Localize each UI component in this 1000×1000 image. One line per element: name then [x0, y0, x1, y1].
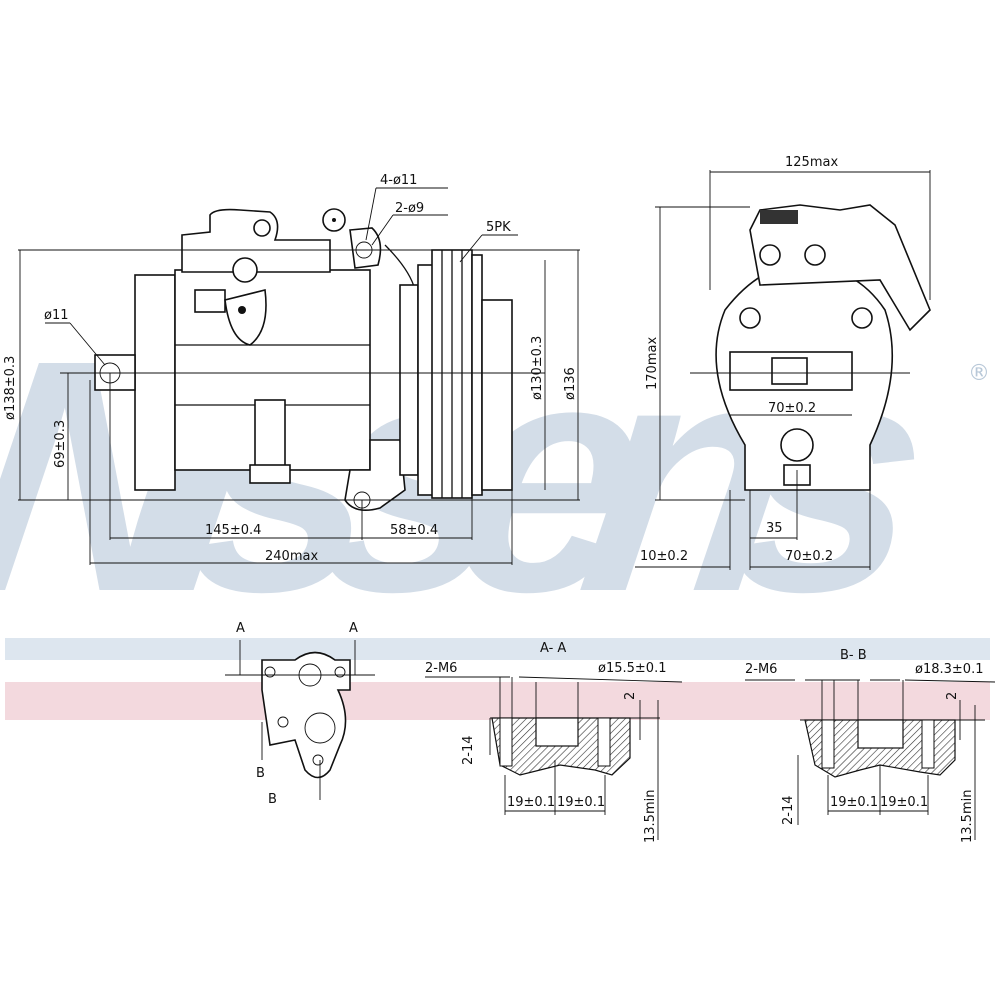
side-view: 4-ø11 2-ø9 5PK ø11 ø138±0.3 69±0.3 ø130±… — [3, 173, 580, 565]
mount-span-label: 145±0.4 — [205, 523, 261, 538]
valve-block — [181, 208, 331, 273]
section-aa-pitch2-label: 19±0.1 — [557, 795, 605, 810]
section-bb-pitch2-label: 19±0.1 — [880, 795, 928, 810]
body-diameter-label: ø138±0.3 — [3, 356, 18, 420]
section-aa-title: A- A — [540, 641, 566, 656]
section-aa-pitch1-label: 19±0.1 — [507, 795, 555, 810]
section-aa-bore-label: ø15.5±0.1 — [598, 661, 666, 676]
registered-mark: ® — [968, 361, 990, 386]
front-height-label: 170max — [645, 337, 660, 390]
foot-span-label: 70±0.2 — [785, 549, 833, 564]
pulley-offset-label: 58±0.4 — [390, 523, 438, 538]
section-b-marker-left: B — [256, 766, 265, 781]
section-aa-min-depth-label: 13.5min — [643, 790, 658, 843]
overall-length-label: 240max — [265, 549, 318, 564]
mount-holes-label: 4-ø11 — [380, 173, 417, 188]
section-a-marker-left: A — [236, 621, 245, 636]
blue-band — [5, 638, 990, 660]
front-width-label: 125max — [785, 155, 838, 170]
section-bb-bore-label: ø18.3±0.1 — [915, 662, 983, 677]
front-view: 125max 170max 70±0.2 35 10±0.2 70±0.2 — [635, 155, 931, 570]
pulley-diameter-label: ø130±0.3 — [530, 336, 545, 400]
rear-housing — [134, 274, 176, 491]
rear-hole-label: ø11 — [44, 308, 69, 323]
section-aa: A- A 2-M6 ø15.5±0.1 2 2-14 19±0.1 19±0.1… — [425, 641, 683, 843]
section-aa-thread-label: 2-M6 — [425, 661, 457, 676]
pin-holes-label: 2-ø9 — [395, 201, 424, 216]
section-bb-title: B- B — [840, 648, 867, 663]
clutch-plate — [399, 284, 419, 476]
axis-height-label: 69±0.3 — [53, 420, 68, 468]
port-width-label: 70±0.2 — [768, 401, 816, 416]
foot-offset-label: 10±0.2 — [640, 549, 688, 564]
section-bb-pitch1-label: 19±0.1 — [830, 795, 878, 810]
section-aa-depth-label: 2 — [623, 692, 638, 700]
section-bb-thread-label: 2-M6 — [745, 662, 777, 677]
section-b-marker-right: B — [268, 792, 277, 807]
section-aa-thread-depth-label: 2-14 — [461, 735, 476, 765]
section-bb-depth-label: 2 — [945, 692, 960, 700]
section-bb-thread-depth-label: 2-14 — [781, 795, 796, 825]
foot-gap-label: 35 — [766, 521, 783, 536]
section-bb: B- B 2-M6 ø18.3±0.1 2 2-14 19±0.1 19±0.1… — [745, 648, 996, 843]
section-a-marker-right: A — [349, 621, 358, 636]
section-bb-min-depth-label: 13.5min — [960, 790, 975, 843]
clutch-diameter-label: ø136 — [563, 367, 578, 400]
port-view: A A B B — [225, 621, 375, 807]
belt-label: 5PK — [486, 220, 511, 235]
pink-band — [5, 682, 990, 720]
